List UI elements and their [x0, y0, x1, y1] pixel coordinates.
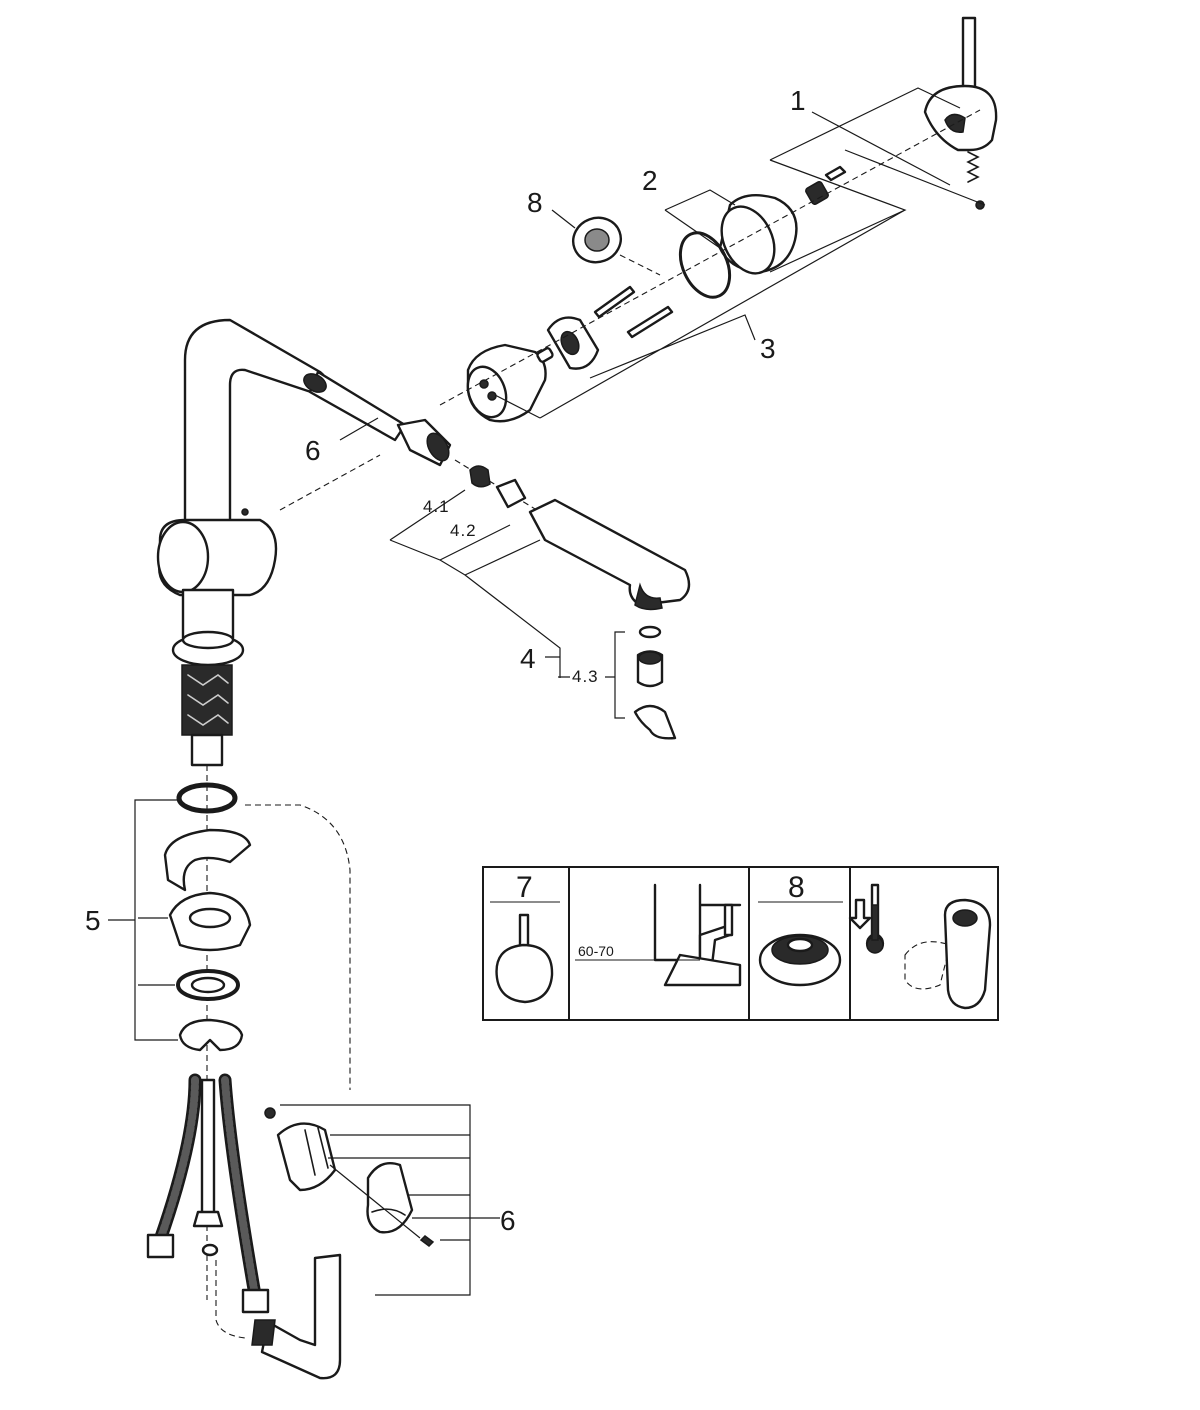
handle-lever-icon — [495, 913, 554, 1004]
info-cell-7-number: 7 — [516, 871, 533, 904]
spray-outlet — [634, 582, 663, 611]
spout-hose-end — [303, 373, 327, 393]
mounting-plate-hole — [188, 907, 232, 929]
shank-fitting — [190, 733, 224, 767]
half-washer — [163, 828, 252, 892]
aerator-washer — [638, 625, 662, 639]
body-cap — [156, 520, 210, 594]
leader-4-3 — [605, 631, 625, 719]
cap-8: 8 — [527, 187, 661, 276]
body-indicator — [241, 508, 249, 516]
callout-4-3: 4.3 — [572, 667, 599, 686]
leader-6-spout — [339, 417, 379, 441]
leader-2 — [664, 189, 736, 249]
check-valve — [469, 465, 491, 488]
weight-screw — [419, 1235, 435, 1247]
cartridge-assembly: 3 — [439, 109, 981, 423]
callout-4: 4 — [520, 643, 536, 674]
aerator-key — [633, 704, 677, 740]
leader-6-bracket — [280, 1104, 500, 1296]
leader-3 — [494, 209, 906, 419]
callout-6-spout: 6 — [305, 435, 321, 466]
hose-guide-axis — [215, 1260, 246, 1339]
hose-guide-tube — [260, 1253, 342, 1380]
info-panel-frame — [482, 866, 999, 1021]
hose-weight — [366, 1161, 414, 1234]
installation-height-icon — [575, 883, 742, 987]
spout-arm — [183, 318, 328, 537]
cartridge-face — [466, 365, 508, 419]
handle-adapter — [805, 181, 829, 205]
rod-nut — [192, 1210, 224, 1228]
hose-nut-left — [146, 1233, 175, 1259]
sleeve-assembly: 2 — [642, 165, 798, 299]
assembly-axis — [439, 109, 981, 406]
callout-5: 5 — [85, 905, 101, 936]
info-cell-8-number: 8 — [788, 871, 805, 904]
callout-1: 1 — [790, 85, 806, 116]
mounting-set: 5 — [85, 782, 252, 1052]
info-panel: 7 60-70 8 — [482, 866, 999, 1021]
callout-2: 2 — [642, 165, 658, 196]
spray-axis — [454, 459, 541, 513]
cartridge-stem — [536, 347, 554, 363]
nut-opening — [560, 330, 580, 356]
leader-8 — [551, 209, 576, 229]
thermometer-temperature-icon — [848, 883, 992, 1010]
set-screw — [824, 165, 847, 182]
info-cell-cap: 8 — [758, 871, 843, 987]
mount-o-ring — [176, 782, 238, 814]
callout-4-1: 4.1 — [423, 497, 450, 516]
cartridge-bolt-upper — [593, 285, 636, 319]
cap-axis — [619, 254, 661, 276]
aerator-mesh — [638, 651, 662, 665]
cartridge-port-2 — [487, 391, 497, 401]
pullout-hose-path — [245, 804, 351, 1090]
hose-guide-fitting — [251, 1319, 276, 1346]
adapter-fitting — [495, 478, 527, 509]
mount-washer-hole — [190, 976, 226, 994]
threaded-rod — [200, 1078, 216, 1222]
callout-4-2: 4.2 — [450, 521, 477, 540]
spout-axis — [279, 454, 381, 511]
sleeve-rim — [720, 205, 776, 275]
handle-assembly: 1 — [769, 16, 998, 273]
mount-nut — [178, 1018, 244, 1052]
cartridge-port-1 — [479, 379, 489, 389]
shank-pattern — [187, 674, 229, 726]
base-ring-inner — [181, 630, 235, 650]
handle-spring — [966, 151, 980, 183]
callout-8: 8 — [527, 187, 543, 218]
body-stem — [181, 588, 235, 640]
rod-washer — [201, 1243, 219, 1257]
hose-guide: 6 — [215, 804, 516, 1380]
clip-screw — [264, 1107, 276, 1119]
cap-disc-center — [584, 228, 610, 252]
cap-disc-icon — [758, 933, 842, 987]
supply-hoses — [146, 1073, 270, 1314]
large-o-ring — [678, 231, 732, 299]
info-cell-installation: 60-70 — [575, 883, 742, 987]
installation-measure: 60-70 — [578, 943, 614, 959]
cartridge-bolt-lower — [626, 305, 674, 339]
info-cell-temperature — [848, 883, 992, 1010]
spray-head-assembly: 4.1 4.2 4 4.3 — [389, 459, 691, 740]
callout-3: 3 — [760, 333, 776, 364]
spray-head — [528, 498, 691, 607]
faucet-body: 6 — [156, 318, 452, 1300]
handle-socket — [944, 113, 966, 133]
leader-5 — [108, 799, 178, 1041]
leader-4-tick — [545, 656, 570, 678]
hose-nut-right — [241, 1288, 270, 1314]
leader-4 — [389, 489, 561, 678]
callout-6-bracket: 6 — [500, 1205, 516, 1236]
info-cell-handle: 7 — [490, 871, 560, 1004]
hose-connector-thread — [426, 432, 450, 462]
